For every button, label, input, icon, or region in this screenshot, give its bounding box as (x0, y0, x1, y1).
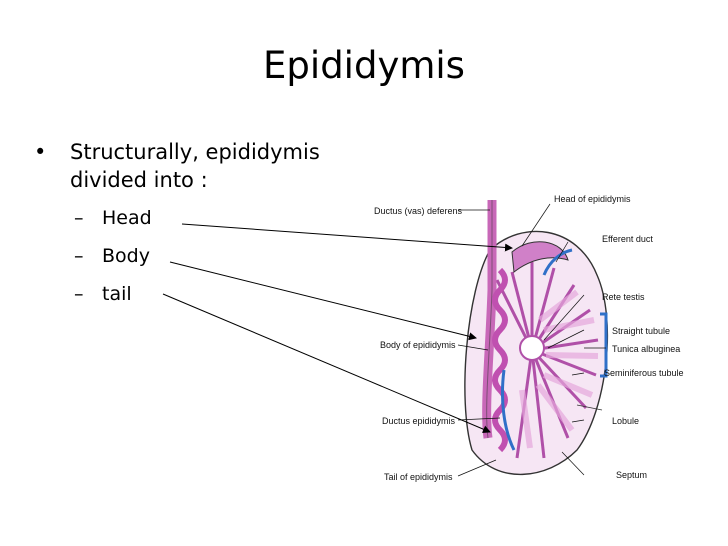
label-ductus-deferens: Ductus (vas) deferens (374, 206, 463, 216)
epididymis-coil (492, 267, 508, 453)
epididymis-diagram: Ductus (vas) deferens Head of epididymis… (372, 180, 692, 492)
ductus-epididymis-blue (501, 369, 516, 451)
label-lobule: Lobule (612, 416, 639, 426)
bullet-dot: • (34, 140, 47, 164)
label-rete-testis: Rete testis (602, 292, 645, 302)
efferent-duct (542, 248, 573, 276)
slide-title: Epididymis (263, 44, 465, 87)
main-bullet-text: Structurally, epididymis divided into : (70, 140, 320, 192)
label-straight-tubule: Straight tubule (612, 326, 670, 336)
label-tunica-albuginea: Tunica albuginea (612, 344, 680, 354)
tunica-albuginea-bracket (600, 312, 608, 378)
label-body-of-epididymis: Body of epididymis (380, 340, 456, 350)
label-head-of-epididymis: Head of epididymis (554, 194, 631, 204)
label-efferent-duct: Efferent duct (602, 234, 653, 244)
diagram-svg: Ductus (vas) deferens Head of epididymis… (374, 194, 684, 482)
label-seminiferous-tubule: Seminiferous tubule (604, 368, 684, 378)
label-ductus-epididymis: Ductus epididymis (382, 416, 456, 426)
label-septum: Septum (616, 470, 647, 480)
leader-lines (457, 203, 606, 477)
label-tail-of-epididymis: Tail of epididymis (384, 472, 453, 482)
epididymis-head (511, 241, 569, 273)
rete-testis-shape (519, 335, 545, 361)
